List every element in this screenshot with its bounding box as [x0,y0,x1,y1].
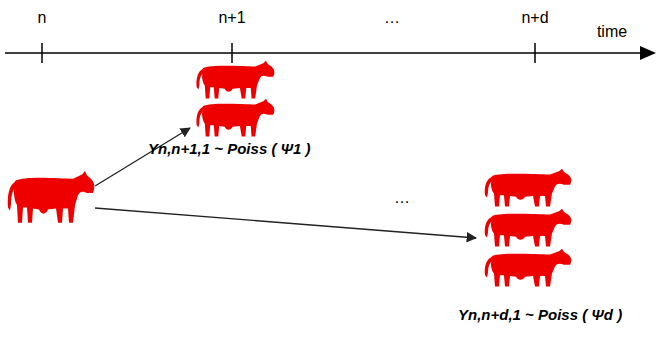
axis-arrowhead [640,46,656,60]
cow-figure [485,209,572,247]
ellipsis: … [394,188,410,207]
cow-figure [485,249,572,287]
distribution-label: Yn,n+1,1 ~ Poiss ( Ψ1 ) [148,140,311,158]
distribution-label: Yn,n+d,1 ~ Poiss ( Ψd ) [458,306,622,324]
axis-label: time [597,22,627,41]
time-tick-label: n+1 [218,8,245,27]
axis-tick [231,43,233,63]
cow-figure [196,61,274,99]
time-tick-label: n+d [521,8,548,27]
time-tick-label: n [38,8,47,27]
cow-figure [196,99,274,137]
ellipsis: … [384,8,400,27]
offspring-arrow [95,208,476,238]
axis-tick [534,43,536,63]
axis-tick [41,43,43,63]
cow-figure [8,171,95,223]
time-axis [5,52,640,54]
cow-figure [485,169,572,207]
